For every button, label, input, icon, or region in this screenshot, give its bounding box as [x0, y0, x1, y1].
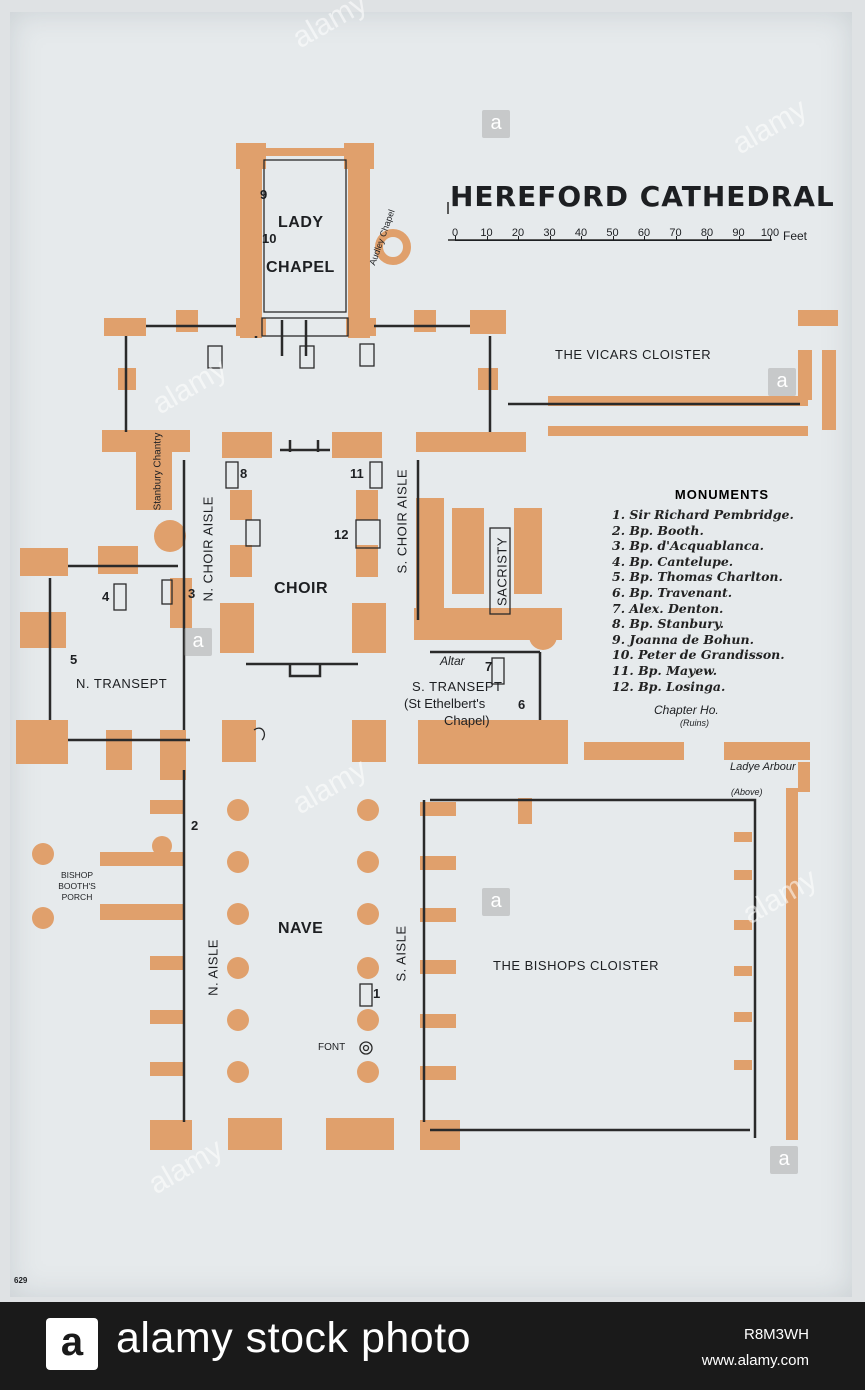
- label-s-choir-aisle: S. CHOIR AISLE: [394, 468, 410, 574]
- scale-tick: [455, 236, 456, 241]
- label-s-transept: S. TRANSEPT: [412, 679, 503, 694]
- scale-tick-label: 30: [543, 227, 556, 239]
- footer-image-id: R8M3WH: [743, 1326, 809, 1343]
- walls: [16, 143, 838, 1150]
- scale-tick-label: 50: [606, 227, 619, 239]
- scale-tick-label: 0: [451, 227, 459, 239]
- scale-tick: [738, 236, 740, 241]
- monument-item: 5. Bp. Thomas Charlton.: [612, 569, 783, 585]
- monument-item: 3. Bp. d'Acquablanca.: [612, 538, 764, 554]
- label-above: (Above): [731, 787, 763, 797]
- scale-tick-label: 90: [732, 227, 745, 239]
- scale-tick: [644, 236, 645, 241]
- scale-tick-label: 70: [669, 227, 682, 239]
- label-choir: CHOIR: [274, 580, 329, 597]
- marker-4: 4: [102, 589, 110, 604]
- label-bishop-booths-porch: BISHOP BOOTH'S PORCH: [58, 870, 96, 902]
- monument-item: 1. Sir Richard Pembridge.: [612, 507, 794, 522]
- watermark-logo: a: [482, 888, 510, 916]
- label-ruins: (Ruins): [680, 718, 710, 728]
- marker-12: 12: [334, 527, 349, 542]
- watermark-logo: a: [770, 1146, 798, 1174]
- monuments-list: 1. Sir Richard Pembridge. 2. Bp. Booth. …: [612, 507, 842, 694]
- scale-tick: [518, 236, 519, 241]
- scale-tick: [707, 236, 708, 241]
- label-n-aisle: N. AISLE: [205, 939, 221, 996]
- scale-tick-label: 60: [637, 227, 651, 239]
- monument-item: 10. Peter de Grandisson.: [612, 647, 785, 663]
- monument-item: 11. Bp. Mayew.: [612, 662, 718, 678]
- marker-11: 11: [350, 466, 364, 481]
- monument-item: 8. Bp. Stanbury.: [612, 616, 724, 632]
- thin-walls: [48, 320, 800, 1138]
- scale-unit: Feet: [783, 229, 808, 243]
- monument-item: 9. Joanna de Bohun.: [612, 631, 754, 647]
- marker-5: 5: [70, 652, 78, 667]
- stock-footer-bar: a alamy stock photo R8M3WH www.alamy.com: [0, 1302, 865, 1390]
- monument-item: 4. Bp. Cantelupe.: [612, 553, 734, 569]
- cathedral-floor-plan: [16, 143, 838, 1150]
- monument-item: 12. Bp. Losinga.: [612, 678, 726, 694]
- scale-tick: [675, 236, 677, 241]
- scale-tick: [486, 236, 488, 241]
- marker-2: 2: [191, 818, 199, 833]
- marker-9: 9: [260, 187, 268, 202]
- label-altar: Altar: [440, 654, 465, 668]
- footer-brand: alamy stock photo: [116, 1314, 472, 1362]
- page-number: 629: [14, 1276, 28, 1285]
- label-s-aisle: S. AISLE: [393, 925, 409, 982]
- scale-tick: [770, 236, 771, 241]
- marker-7: 7: [485, 659, 493, 674]
- label-lady-chapel: LADY: [278, 214, 324, 231]
- scale-tick-label: 80: [700, 227, 714, 239]
- label-chapter-house: Chapter Ho.: [654, 703, 719, 717]
- label-sacristy: SACRISTY: [494, 537, 510, 607]
- label-bishops-cloister: THE BISHOPS CLOISTER: [493, 958, 660, 973]
- watermark-logo: a: [184, 628, 212, 656]
- label-s-transept-sub: (St Ethelbert's: [404, 696, 486, 711]
- label-vicars-cloister: THE VICARS CLOISTER: [555, 347, 712, 362]
- scale-tick: [581, 236, 582, 241]
- watermark-logo: a: [482, 110, 510, 138]
- label-chapel: Chapel): [444, 713, 490, 728]
- marker-6: 6: [518, 697, 526, 712]
- scale-tick-label: 10: [480, 227, 493, 239]
- scale-tick-label: 20: [511, 227, 525, 239]
- watermark-logo: a: [768, 368, 796, 396]
- label-nave: NAVE: [278, 920, 324, 937]
- label-lady-chapel-2: CHAPEL: [266, 259, 335, 276]
- marker-10: 10: [262, 231, 277, 246]
- label-n-transept: N. TRANSEPT: [76, 676, 168, 691]
- scale-tick: [549, 236, 551, 241]
- label-ladye-arbour: Ladye Arbour: [730, 761, 796, 773]
- marker-3: 3: [188, 586, 196, 601]
- marker-8: 8: [240, 466, 248, 481]
- marker-1: 1: [373, 986, 381, 1001]
- label-n-choir-aisle: N. CHOIR AISLE: [200, 496, 216, 602]
- footer-url: www.alamy.com: [701, 1352, 809, 1369]
- monument-item: 2. Bp. Booth.: [612, 522, 704, 538]
- monuments-heading: MONUMENTS: [674, 487, 770, 502]
- label-stanbury-chantry: Stanbury Chantry: [152, 432, 164, 511]
- map-title: HEREFORD CATHEDRAL: [450, 180, 835, 213]
- map-page: [10, 12, 852, 1297]
- monuments-legend: MONUMENTS 1. Sir Richard Pembridge. 2. B…: [612, 487, 842, 694]
- label-font: FONT: [318, 1042, 346, 1053]
- scale-tick-label: 100: [760, 227, 780, 239]
- alamy-logo-icon: a: [46, 1318, 98, 1370]
- scale-tick-label: 40: [574, 227, 588, 239]
- monument-item: 7. Alex. Denton.: [612, 600, 724, 616]
- monument-item: 6. Bp. Travenant.: [612, 584, 733, 600]
- scale-tick: [612, 236, 614, 241]
